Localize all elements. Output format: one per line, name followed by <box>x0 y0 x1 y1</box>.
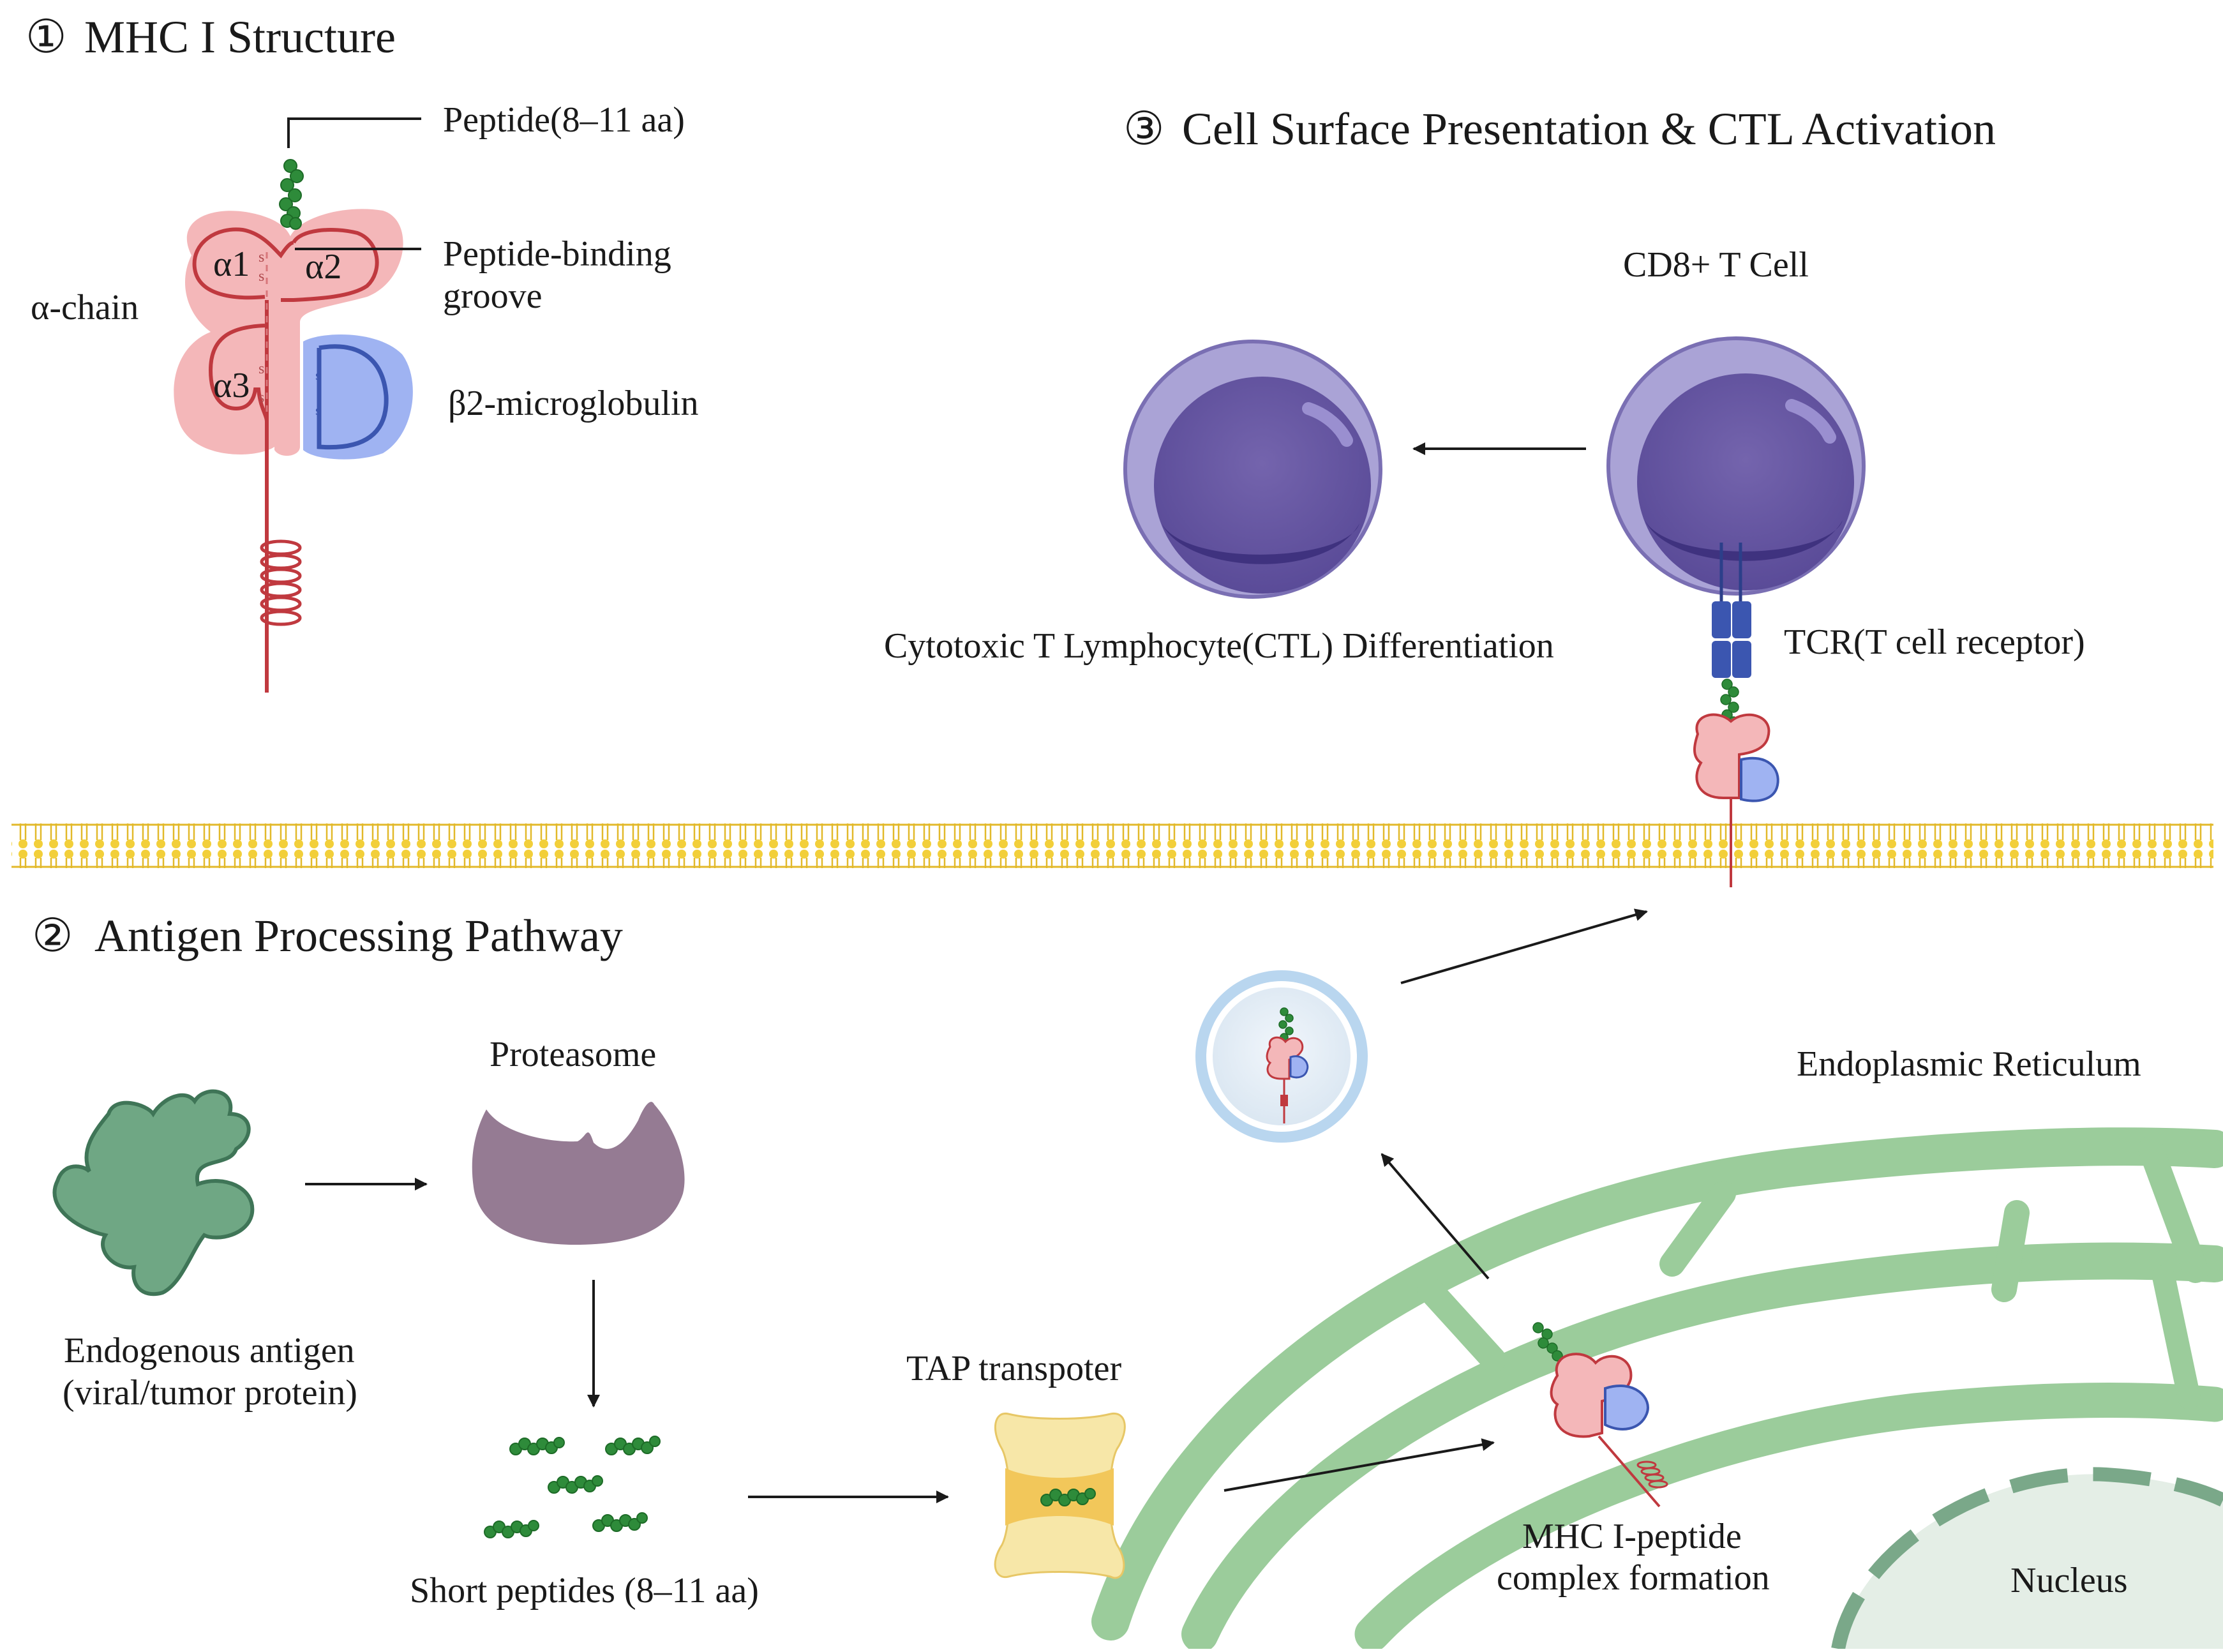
cell-membrane <box>11 823 2213 868</box>
endoplasmic-reticulum <box>1091 1127 2223 1652</box>
b2m-label: β2-microglobulin <box>448 384 698 423</box>
section-3-number: ③ <box>1123 103 1165 154</box>
b2m-body <box>303 334 413 460</box>
proteasome-icon <box>472 1102 685 1245</box>
disulfide-s-3: s <box>258 361 264 377</box>
section-1-text: MHC I Structure <box>84 11 396 63</box>
er-mhc-complex <box>1532 1322 1668 1508</box>
disulfide-s-1: s <box>258 249 264 266</box>
section-2-text: Antigen Processing Pathway <box>94 910 623 961</box>
antigen-label-line1: Endogenous antigen <box>64 1331 355 1370</box>
section-3-text: Cell Surface Presentation & CTL Activati… <box>1182 103 1996 154</box>
tcr-label: TCR(T cell receptor) <box>1784 622 2085 662</box>
transport-vesicle <box>1195 970 1368 1143</box>
nucleus-envelope <box>1831 1467 2223 1651</box>
tcr-receptor <box>1712 543 1751 678</box>
alpha-chain-label: α-chain <box>31 288 138 327</box>
transmembrane-coil <box>260 539 302 626</box>
cd8-label: CD8+ T Cell <box>1623 245 1809 285</box>
short-peptides-icon <box>484 1436 661 1538</box>
groove-label-line1: Peptide-binding <box>443 234 671 274</box>
tap-to-mhc-arrow <box>1224 1438 1495 1492</box>
complex-label-line1: MHC I-peptide <box>1522 1517 1742 1556</box>
mhc-structure-figure: s s s s s s α1 α2 α3 Peptide(8–11 aa <box>31 100 698 693</box>
peptide-chain <box>279 159 304 230</box>
alpha1-domain-outline <box>192 227 294 300</box>
b2m-outline <box>317 344 389 450</box>
section-1-title: ① MHC I Structure <box>26 11 396 63</box>
peptide-label: Peptide(8–11 aa) <box>443 100 685 140</box>
section-2-number: ② <box>32 910 73 961</box>
peptide-callout-line <box>287 117 421 148</box>
alpha3-domain-outline <box>208 324 269 422</box>
endogenous-antigen-icon <box>52 1089 255 1296</box>
alpha1-label: α1 <box>213 244 250 284</box>
disulfide-s-4: s <box>258 389 264 406</box>
nucleus-label: Nucleus <box>2010 1561 2128 1600</box>
er-to-vesicle-arrow <box>1381 1153 1490 1280</box>
vesicle-to-membrane-arrow <box>1400 908 1648 984</box>
nucleus <box>1838 1474 2223 1649</box>
tap-transporter-icon <box>994 1413 1126 1579</box>
complex-label-line2: complex formation <box>1497 1558 1770 1598</box>
b2m-s-2: s <box>315 402 321 418</box>
antigen-label-line2: (viral/tumor protein) <box>63 1373 357 1413</box>
alpha2-domain-outline <box>281 228 379 302</box>
ctl-cell <box>1123 340 1382 599</box>
ctl-label: Cytotoxic T Lymphocyte(CTL) Differentiat… <box>884 626 1554 666</box>
er-label: Endoplasmic Reticulum <box>1797 1044 2141 1084</box>
short-peptides-label: Short peptides (8–11 aa) <box>410 1571 759 1611</box>
groove-label-line2: groove <box>443 276 543 316</box>
proteasome-label: Proteasome <box>490 1035 656 1074</box>
cd8-t-cell <box>1606 336 1866 596</box>
alpha3-label: α3 <box>213 366 250 405</box>
section-3-title: ③ Cell Surface Presentation & CTL Activa… <box>1123 103 1996 154</box>
alpha-chain-body <box>174 209 403 456</box>
section-1-number: ① <box>26 11 67 63</box>
disulfide-s-2: s <box>258 268 264 285</box>
b2m-s-1: s <box>315 367 321 383</box>
alpha2-label: α2 <box>305 247 341 287</box>
tap-label: TAP transpoter <box>906 1349 1122 1388</box>
section-2-title: ② Antigen Processing Pathway <box>32 910 623 961</box>
